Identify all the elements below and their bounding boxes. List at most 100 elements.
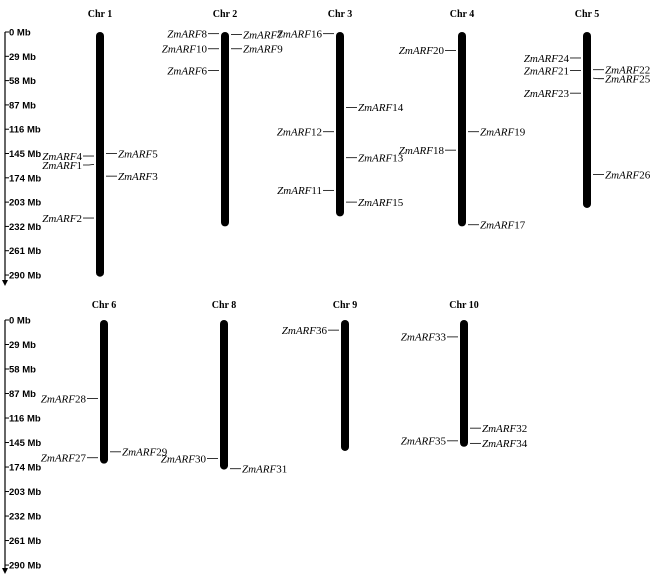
gene-marker: ZmARF23 [524,88,581,100]
gene-label-number: 31 [276,464,287,476]
gene-label-number: 13 [392,153,404,165]
gene-label-prefix: ZmARF [242,464,277,476]
gene-label: ZmARF11 [277,185,322,197]
scale-tick-label: 145 Mb [9,438,41,449]
scale-tick-label: 232 Mb [9,222,41,233]
gene-marker: ZmARF28 [41,393,98,405]
gene-label-prefix: ZmARF [605,169,640,181]
chromosome-title: Chr 3 [328,9,353,20]
gene-label-prefix: ZmARF [480,127,515,139]
gene-label: ZmARF33 [401,332,447,344]
gene-label-prefix: ZmARF [167,65,202,77]
gene-marker: ZmARF16 [277,28,334,40]
gene-marker: ZmARF25 [592,74,651,86]
gene-marker: ZmARF32 [470,423,527,435]
chromosome-bar [96,32,104,277]
gene-marker: ZmARF19 [468,127,526,139]
scale-tick-label: 0 Mb [9,316,31,327]
chromosome-bar [458,32,466,227]
gene-label: ZmARF1 [42,160,82,172]
gene-label: ZmARF23 [524,88,570,100]
chromosome-bar [100,320,108,464]
scale-tick-label: 116 Mb [9,414,41,425]
gene-marker: ZmARF26 [593,169,651,181]
gene-leader-line [83,164,95,166]
gene-marker: ZmARF20 [399,45,456,57]
gene-marker: ZmARF21 [524,65,581,77]
gene-label: ZmARF17 [480,220,526,232]
chromosome-title: Chr 5 [575,9,600,20]
gene-label: ZmARF2 [42,213,82,225]
gene-marker: ZmARF35 [401,436,458,448]
gene-label-prefix: ZmARF [122,447,157,459]
gene-marker: ZmARF30 [161,453,218,465]
gene-label: ZmARF21 [524,65,569,77]
gene-label-number: 17 [514,220,526,232]
gene-label: ZmARF30 [161,453,207,465]
chromosome-bar [221,32,229,227]
gene-label-number: 22 [639,65,650,77]
gene-marker: ZmARF5 [106,148,158,160]
gene-label-prefix: ZmARF [42,151,77,163]
gene-label: ZmARF19 [480,127,526,139]
scale-tick-label: 58 Mb [9,76,36,87]
gene-label: ZmARF28 [41,393,87,405]
gene-label-prefix: ZmARF [277,28,312,40]
gene-label-number: 32 [516,423,527,435]
gene-label: ZmARF18 [399,145,445,157]
gene-label: ZmARF8 [167,28,207,40]
gene-label: ZmARF25 [605,74,651,86]
gene-label-prefix: ZmARF [277,185,312,197]
gene-label-number: 20 [433,45,445,57]
gene-marker: ZmARF3 [106,171,158,183]
gene-label-number: 4 [77,151,83,163]
scale-tick-label: 290 Mb [9,271,41,282]
gene-label-number: 8 [202,28,208,40]
gene-label-prefix: ZmARF [482,438,517,450]
gene-marker: ZmARF18 [399,145,456,157]
gene-marker: ZmARF1 [42,160,95,172]
chromosome-bar [341,320,349,451]
chromosome-bar [583,32,591,208]
gene-marker: ZmARF27 [41,453,98,465]
gene-marker: ZmARF11 [277,185,334,197]
gene-label-number: 10 [196,44,208,56]
chromosome-title: Chr 9 [333,300,358,311]
scale-tick-label: 29 Mb [9,52,36,63]
gene-label-number: 33 [435,332,447,344]
gene-label-number: 30 [195,453,207,465]
gene-label: ZmARF5 [118,148,158,160]
gene-label-prefix: ZmARF [524,88,559,100]
gene-label: ZmARF29 [122,447,168,459]
chromosome-title: Chr 4 [450,9,475,20]
scale-tick-label: 174 Mb [9,463,41,474]
gene-label-prefix: ZmARF [162,44,197,56]
scale-tick-label: 203 Mb [9,487,41,498]
gene-marker: ZmARF24 [524,53,581,65]
gene-label-number: 28 [75,393,87,405]
gene-label-number: 21 [558,65,569,77]
gene-label: ZmARF20 [399,45,445,57]
gene-label-number: 26 [639,169,651,181]
chromosome-title: Chr 6 [92,300,117,311]
gene-label-number: 5 [152,148,158,160]
chromosome-title: Chr 10 [449,300,479,311]
gene-label-number: 27 [75,453,87,465]
gene-label-number: 18 [433,145,445,157]
gene-label-prefix: ZmARF [118,148,153,160]
chromosome-chr-5: Chr 5ZmARF24ZmARF22ZmARF21ZmARF25ZmARF23… [524,9,651,208]
scale-axis-arrow [2,568,8,574]
scale-tick-label: 87 Mb [9,389,36,400]
gene-label-prefix: ZmARF [42,213,77,225]
gene-label-prefix: ZmARF [282,325,317,337]
gene-label-number: 25 [639,74,651,86]
chromosome-bar [220,320,228,470]
gene-label-prefix: ZmARF [605,65,640,77]
gene-label: ZmARF35 [401,436,447,448]
